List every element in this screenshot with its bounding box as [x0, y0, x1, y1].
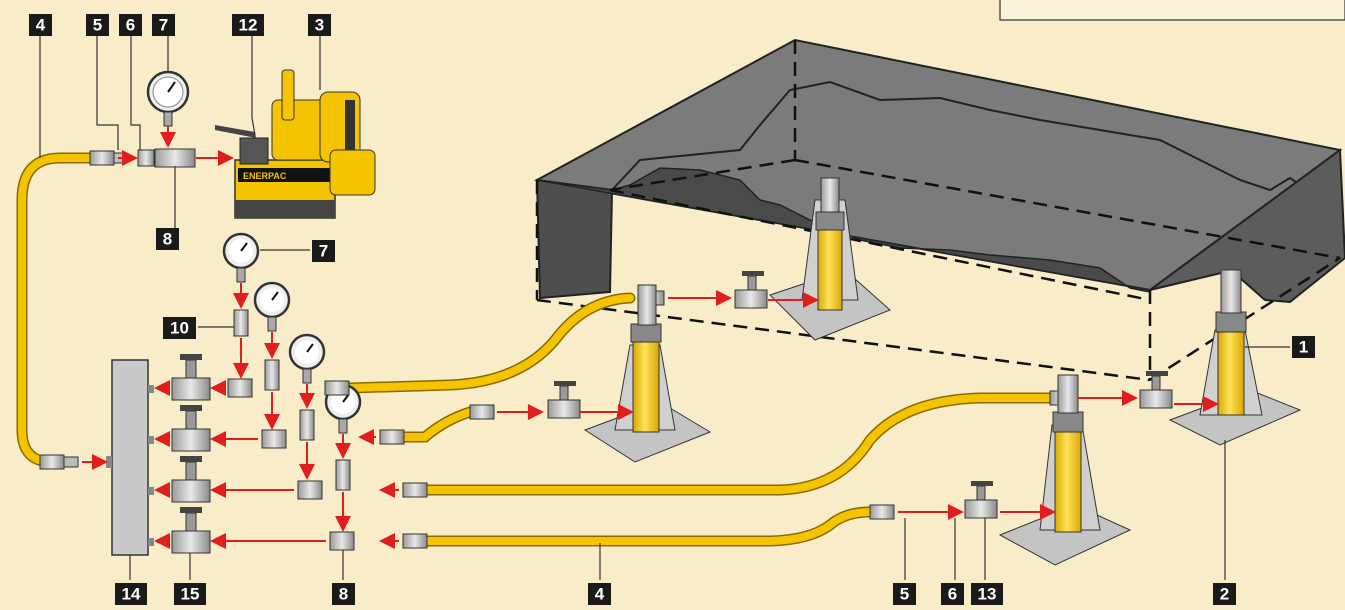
callout-6-bottom: 6	[941, 583, 964, 605]
info-box	[999, 0, 1345, 21]
svg-text:8: 8	[163, 230, 172, 249]
svg-text:7: 7	[159, 16, 168, 35]
callout-14-bottom: 14	[115, 583, 147, 605]
callout-7-mid: 7	[312, 240, 335, 262]
callout-1-right: 1	[1292, 336, 1315, 358]
callout-13-bottom: 13	[971, 583, 1003, 605]
callout-12-top: 12	[232, 14, 264, 36]
leader-lines	[39, 32, 1290, 580]
callout-tags: 4 5 6 7 12 3 8 7 10 1 14 15 8 4 5 6 13 2	[29, 14, 1315, 605]
svg-text:1: 1	[1299, 338, 1308, 357]
gauge-adaptor	[154, 148, 196, 168]
svg-text:2: 2	[1220, 585, 1229, 604]
needle-valve-icon	[171, 354, 211, 554]
callout-10-mid: 10	[163, 317, 196, 339]
svg-text:7: 7	[319, 242, 328, 261]
svg-text:4: 4	[36, 16, 46, 35]
callout-7-top: 7	[152, 14, 175, 36]
svg-text:14: 14	[122, 585, 141, 604]
svg-text:6: 6	[948, 585, 957, 604]
callout-8-bottom: 8	[332, 583, 355, 605]
svg-text:4: 4	[595, 585, 605, 604]
cylinder-valves	[547, 271, 1173, 519]
manifold-inlet-fitting	[39, 454, 79, 470]
hoses	[16, 152, 1056, 547]
pressure-gauge-icon	[146, 70, 190, 127]
gauge-adaptor-set	[227, 378, 355, 551]
flow-arrows	[82, 126, 1219, 549]
svg-text:5: 5	[900, 585, 909, 604]
svg-text:6: 6	[126, 16, 135, 35]
pump-brand-label: ENERPAC	[243, 171, 287, 181]
callout-4-top: 4	[29, 14, 52, 36]
svg-text:8: 8	[339, 585, 348, 604]
callout-2-bottom: 2	[1213, 583, 1236, 605]
callout-8-top: 8	[156, 228, 179, 250]
manifold-icon	[106, 359, 154, 556]
electric-pump-icon: ENERPAC	[215, 69, 376, 219]
svg-text:10: 10	[170, 319, 189, 338]
coupler-icon	[137, 149, 155, 167]
callout-6-top: 6	[119, 14, 142, 36]
svg-text:12: 12	[239, 16, 258, 35]
svg-text:3: 3	[315, 16, 324, 35]
svg-text:13: 13	[978, 585, 997, 604]
callout-4-bottom: 4	[588, 583, 611, 605]
callout-15-bottom: 15	[174, 583, 206, 605]
callout-5-bottom: 5	[893, 583, 916, 605]
callout-3-top: 3	[308, 14, 331, 36]
gauge-set	[222, 232, 362, 491]
cylinder-icon	[583, 177, 1302, 566]
svg-text:5: 5	[93, 16, 102, 35]
svg-text:15: 15	[181, 585, 200, 604]
callout-5-top: 5	[86, 14, 109, 36]
hose-end-fittings	[324, 290, 1075, 549]
